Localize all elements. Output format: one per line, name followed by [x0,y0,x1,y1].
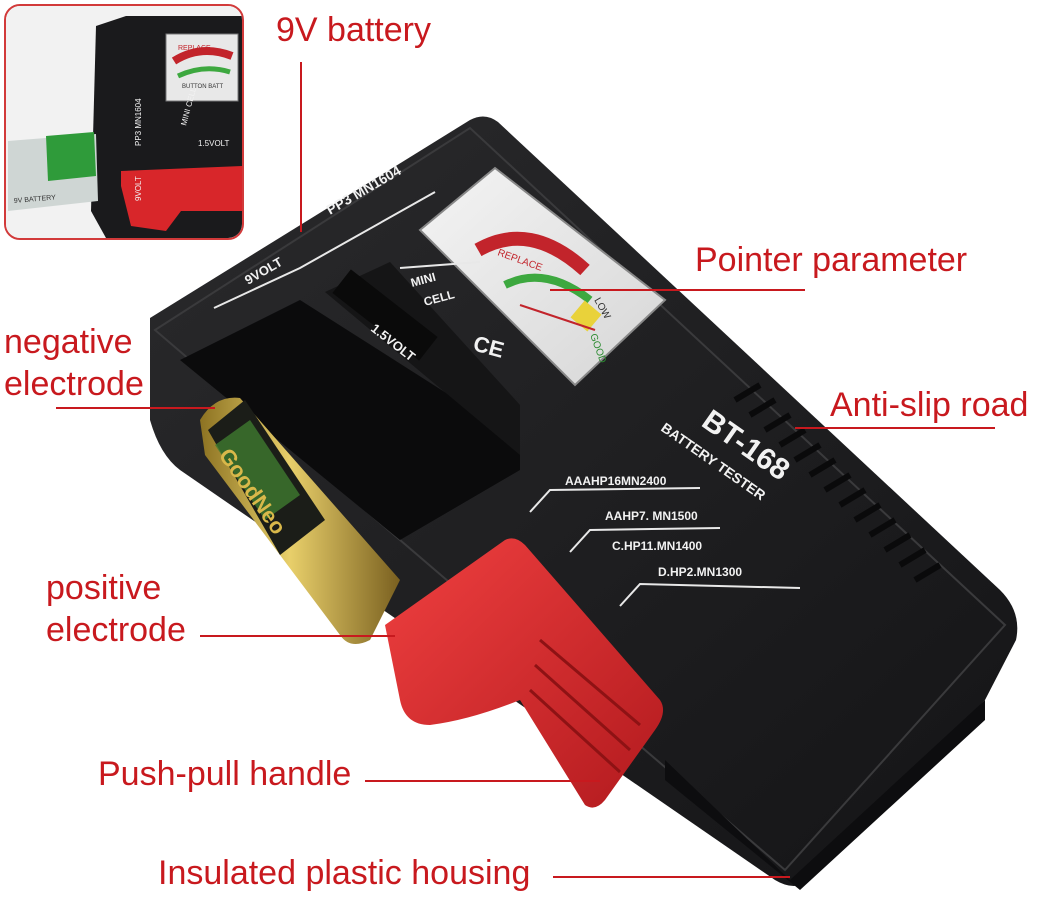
callout-pointer-parameter: Pointer parameter [695,241,968,279]
inset-nine-volt-mark: 9VOLT [134,176,143,201]
callout-push-pull-handle: Push-pull handle [98,755,352,793]
push-pull-handle[interactable] [385,538,664,808]
aaa-spec: AAAHP16MN2400 [565,474,667,488]
callout-positive-line2: electrode [46,611,186,649]
callout-negative-line1: negative [4,323,133,361]
callout-9v-battery: 9V battery [276,11,431,49]
inset-pp3: PP3 MN1604 [134,98,143,146]
inset-meter-bottom: BUTTON BATT [182,84,223,90]
callout-positive-line1: positive [46,569,162,607]
inset-one-five-volt: 1.5VOLT [198,139,230,148]
callout-anti-slip-road: Anti-slip road [830,386,1029,424]
callout-negative-line2: electrode [4,365,144,403]
inset-9v-photo: 9VOLT PP3 MN1604 MINI CELL 1.5VOLT 9V BA… [4,4,244,240]
inset-illustration: 9VOLT PP3 MN1604 MINI CELL 1.5VOLT 9V BA… [6,6,242,238]
battery-slot [180,262,520,540]
silkscreen-lines [213,191,801,607]
aa-spec: AAHP7. MN1500 [605,509,698,523]
d-spec: D.HP2.MN1300 [658,565,742,579]
c-spec: C.HP11.MN1400 [612,539,702,553]
meter-window [418,166,667,387]
inset-battery-text: 9V BATTERY [14,194,57,205]
anti-slip-ribs [733,382,942,583]
callout-insulated-housing: Insulated plastic housing [158,854,531,892]
inset-meter-replace: REPLACE [178,45,211,52]
leader-lines [56,62,995,878]
aa-battery [200,397,400,644]
mini-cell-line1: MINI [409,270,437,290]
